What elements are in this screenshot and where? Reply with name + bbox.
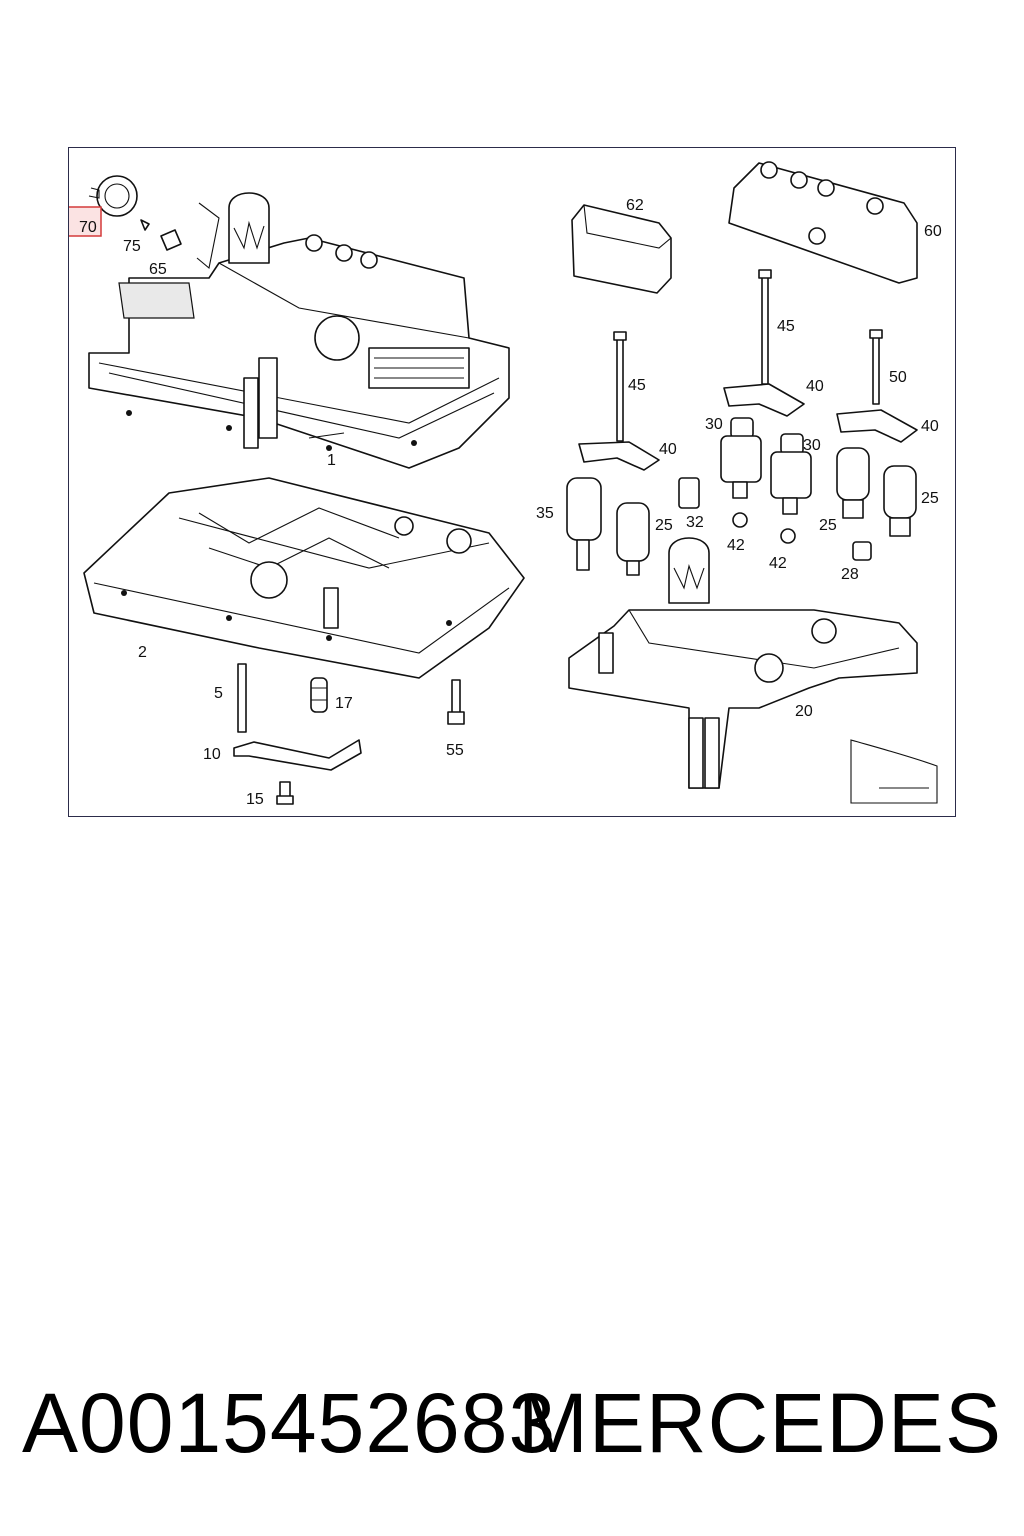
shaft-5 [237, 663, 247, 733]
brand-label: MERCEDES [517, 1376, 1002, 1470]
exploded-parts-diagram: 70 75 65 1 2 5 17 10 15 55 62 60 45 45 5… [68, 147, 956, 817]
callout-32: 32 [686, 514, 704, 531]
callout-25-mid: 25 [819, 517, 837, 534]
bolt-45-upper [758, 269, 772, 385]
screw-15 [276, 781, 294, 805]
spring-42-a [732, 512, 748, 528]
bolt-50 [869, 329, 883, 405]
callout-42-b: 42 [769, 555, 787, 572]
callout-highlight-box [69, 206, 102, 237]
connector-28 [852, 541, 872, 561]
valve-plate-2 [83, 477, 525, 679]
callout-40-a: 40 [806, 378, 824, 395]
solenoid-25-left [616, 502, 650, 576]
spring-42-b [780, 528, 796, 544]
callout-55: 55 [446, 742, 464, 759]
callout-25-left: 25 [655, 517, 673, 534]
conductor-plate-60 [728, 161, 918, 284]
solenoid-25-right [883, 465, 917, 537]
callout-28: 28 [841, 566, 859, 583]
valve-32 [678, 477, 700, 509]
clamp-40-a [723, 383, 805, 417]
callout-5: 5 [214, 685, 223, 702]
callout-42-a: 42 [727, 537, 745, 554]
callout-50: 50 [889, 369, 907, 386]
caption-bar: A0015452683 MERCEDES [0, 1368, 1024, 1478]
callout-75: 75 [123, 238, 141, 255]
callout-62: 62 [626, 197, 644, 214]
bolt-45-lower [613, 331, 627, 442]
cover-62 [571, 204, 672, 294]
solenoid-35 [566, 477, 602, 571]
screw-55 [447, 679, 465, 725]
callout-1: 1 [327, 452, 336, 469]
callout-35: 35 [536, 505, 554, 522]
callout-10: 10 [203, 746, 221, 763]
plug-17 [310, 677, 328, 713]
callout-60: 60 [924, 223, 942, 240]
callout-20: 20 [795, 703, 813, 720]
callout-17: 17 [335, 695, 353, 712]
diagram-drawing: 70 75 65 1 2 5 17 10 15 55 62 60 45 45 5… [69, 161, 942, 808]
callout-65: 65 [149, 261, 167, 278]
callout-25-right: 25 [921, 490, 939, 507]
callout-30-a: 30 [705, 416, 723, 433]
callout-70: 70 [79, 219, 97, 236]
cover-cap-70 [88, 175, 138, 217]
pin-75 [140, 219, 150, 231]
solenoid-30-a [720, 417, 762, 499]
part-number-label: A0015452683 [22, 1376, 557, 1470]
connector-65 [160, 229, 182, 251]
callout-highlight[interactable]: 70 [69, 206, 102, 237]
clamp-40-c [836, 409, 918, 443]
solenoid-30-b [770, 433, 812, 515]
solenoid-25-mid [836, 447, 870, 519]
clamp-40-b [578, 441, 660, 471]
callout-30-b: 30 [803, 437, 821, 454]
lever-10 [233, 739, 362, 771]
callout-15: 15 [246, 791, 264, 808]
page-corner-mark [850, 739, 938, 804]
valve-body-assembly-1 [88, 192, 510, 469]
callout-2: 2 [138, 644, 147, 661]
callout-45-upper: 45 [777, 318, 795, 335]
callout-40-c: 40 [921, 418, 939, 435]
callout-40-b: 40 [659, 441, 677, 458]
callout-45-lower: 45 [628, 377, 646, 394]
cover-62-edge [583, 204, 672, 249]
conductor-plate-20 [568, 537, 918, 789]
leader-line [196, 202, 220, 270]
